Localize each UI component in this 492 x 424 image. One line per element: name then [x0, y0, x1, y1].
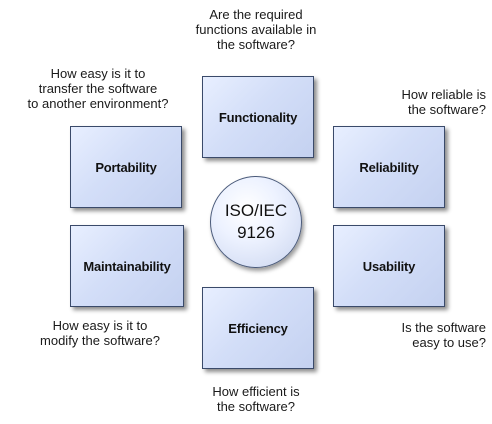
reliability-question-line: the software?	[407, 102, 486, 117]
usability-question: Is the software easy to use?	[350, 320, 486, 350]
reliability-box: Reliability	[333, 126, 445, 208]
functionality-question-line: the software?	[216, 37, 296, 52]
maintainability-question: How easy is it to modify the software?	[20, 318, 180, 348]
portability-question: How easy is it to transfer the software …	[0, 66, 196, 111]
usability-question-line: easy to use?	[412, 335, 486, 350]
functionality-question-line: functions available in	[195, 22, 317, 37]
efficiency-box: Efficiency	[202, 287, 314, 369]
efficiency-question: How efficient is the software?	[186, 384, 326, 414]
reliability-label: Reliability	[359, 159, 419, 175]
iso-iec-9126-hub: ISO/IEC 9126	[210, 176, 302, 268]
portability-box: Portability	[70, 126, 182, 208]
functionality-question: Are the required functions available in …	[166, 7, 346, 52]
portability-label: Portability	[95, 159, 157, 175]
functionality-label: Functionality	[218, 109, 298, 125]
portability-question-line: transfer the software	[38, 81, 158, 96]
reliability-question-line: How reliable is	[401, 87, 486, 102]
maintainability-question-line: modify the software?	[40, 333, 160, 348]
hub-line-2: 9126	[237, 223, 275, 242]
maintainability-question-line: How easy is it to	[52, 318, 148, 333]
efficiency-question-line: the software?	[216, 399, 296, 414]
usability-box: Usability	[333, 225, 445, 307]
portability-question-line: How easy is it to	[50, 66, 146, 81]
reliability-question: How reliable is the software?	[350, 87, 486, 117]
portability-question-line: to another environment?	[27, 96, 169, 111]
efficiency-question-line: How efficient is	[212, 384, 300, 399]
functionality-question-line: Are the required	[209, 7, 303, 22]
functionality-box: Functionality	[202, 76, 314, 158]
maintainability-box: Maintainability	[70, 225, 184, 307]
hub-line-1: ISO/IEC	[224, 201, 288, 220]
efficiency-label: Efficiency	[228, 320, 288, 336]
usability-label: Usability	[362, 258, 416, 274]
usability-question-line: Is the software	[401, 320, 486, 335]
maintainability-label: Maintainability	[83, 258, 171, 274]
